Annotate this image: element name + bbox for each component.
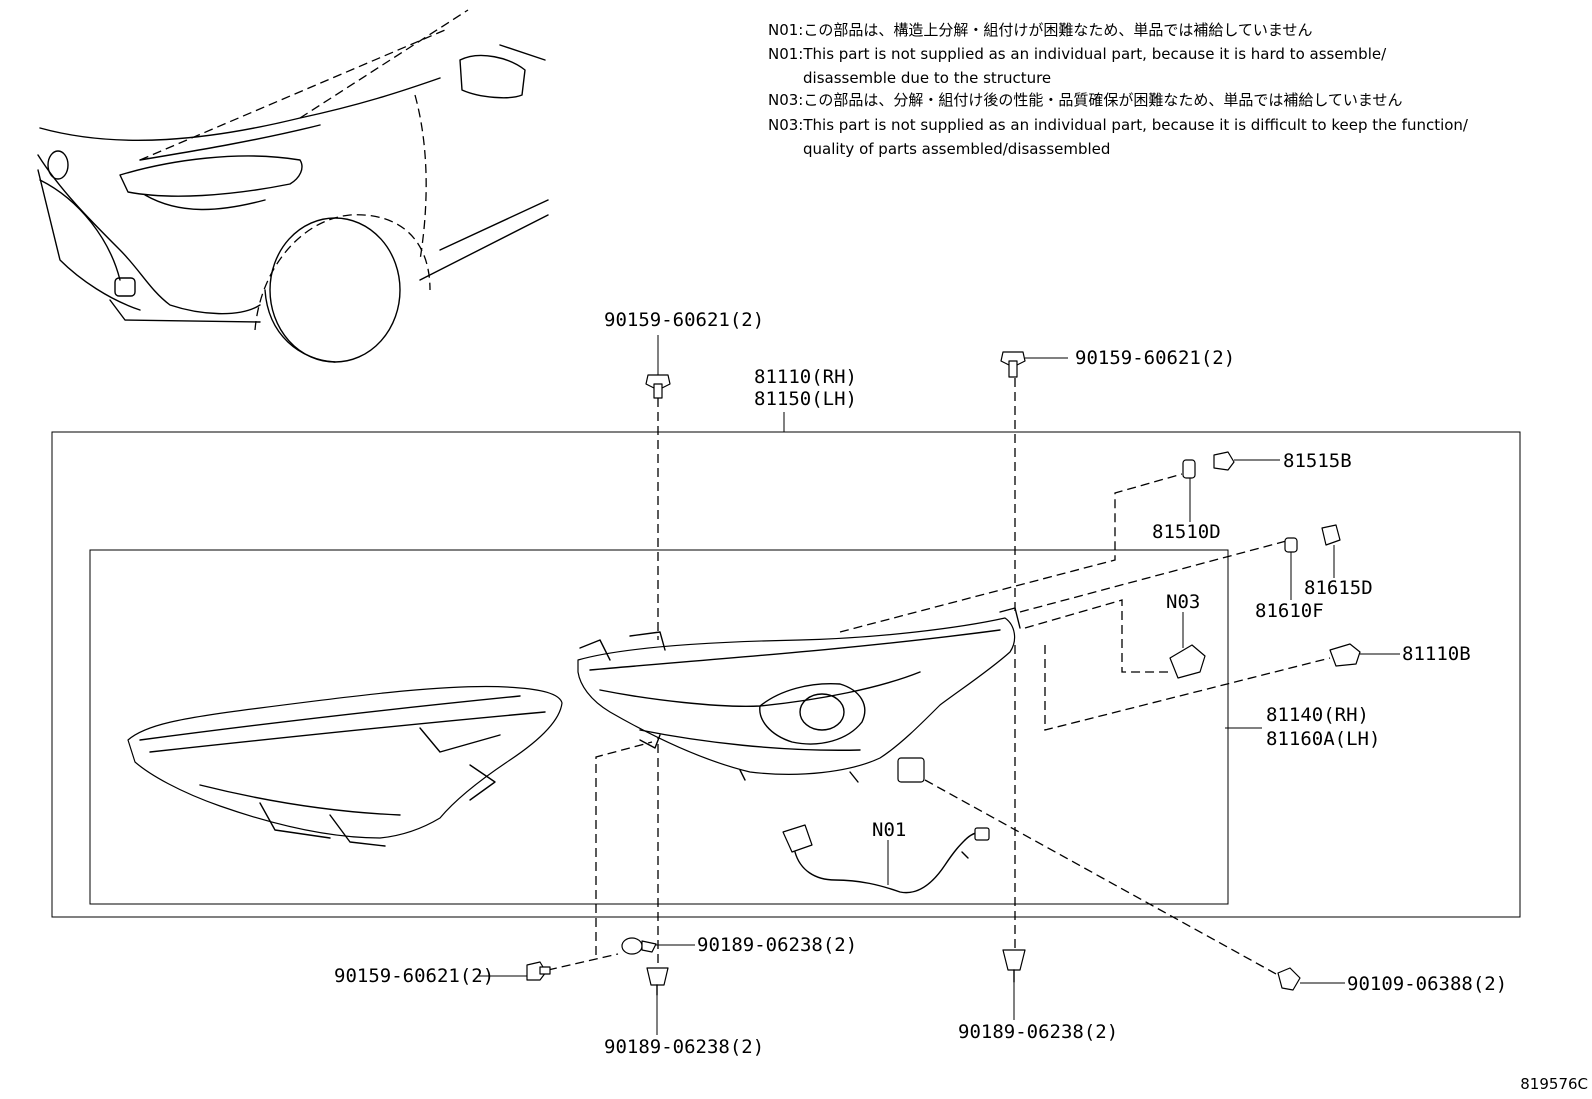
note-n01-en-line1: N01:This part is not supplied as an indi… [768,45,1387,63]
label-lamp-unit-lh: 81160A(LH) [1266,728,1380,750]
clip-left-upper-icon [621,937,657,955]
note-n01-en-line2: disassemble due to the structure [803,69,1052,87]
assembly-outer-box [51,431,1521,918]
label-clip-left-upper: 90189-06238(2) [697,934,857,956]
label-headlamp-lh: 81150(LH) [754,388,857,410]
clip-center-lower-icon [1002,949,1026,983]
label-n03: N03 [1166,591,1200,613]
clip-left-lower-icon [646,967,669,996]
label-socket-81615D: 81615D [1304,577,1373,599]
label-bolt-bottom-left: 90159-60621(2) [334,965,494,987]
note-n01-jp: N01:この部品は、構造上分解・組付けが困難なため、単品では補給していません [768,21,1313,39]
bolt-top-left-icon [645,374,671,399]
label-bolt-top-right: 90159-60621(2) [1075,347,1235,369]
n03-module-icon [1169,644,1206,679]
illustration-id: 819576C [1520,1075,1588,1093]
n01-wire-harness-illustration [782,824,990,894]
label-lamp-unit-rh: 81140(RH) [1266,704,1369,726]
label-clip-center-lower: 90189-06238(2) [958,1021,1118,1043]
note-n03-jp: N03:この部品は、分解・組付け後の性能・品質確保が困難なため、単品では補給して… [768,91,1403,109]
label-bulb-81510D: 81510D [1152,521,1221,543]
label-unit-81110B: 81110B [1402,643,1471,665]
leader-lines [478,335,1400,1035]
label-clip-left-lower: 90189-06238(2) [604,1036,764,1058]
bolt-top-right-icon [1000,351,1026,378]
socket-81615D-icon [1321,524,1341,546]
headlamp-housing-illustration [577,607,1021,783]
unit-81110B-icon [1329,643,1361,667]
label-bolt-top-left: 90159-60621(2) [604,309,764,331]
label-bulb-81610F: 81610F [1255,600,1324,622]
label-headlamp-rh: 81110(RH) [754,366,857,388]
headlamp-lens-illustration [127,685,563,847]
label-n01: N01 [872,819,906,841]
label-socket-81515B: 81515B [1283,450,1352,472]
note-n03-en-line1: N03:This part is not supplied as an indi… [768,116,1468,134]
bulb-81610F-icon [1284,537,1298,553]
vehicle-location-sketch [37,9,549,363]
bulb-81510D-icon [1182,459,1196,479]
socket-81515B-icon [1213,451,1235,471]
assembly-inner-box [89,549,1229,905]
bolt-bottom-right-icon [1277,967,1301,991]
bolt-bottom-left-icon [526,961,551,981]
label-bolt-bottom-right: 90109-06388(2) [1347,973,1507,995]
note-n03-en-line2: quality of parts assembled/disassembled [803,140,1111,158]
locator-lines [547,378,1331,976]
